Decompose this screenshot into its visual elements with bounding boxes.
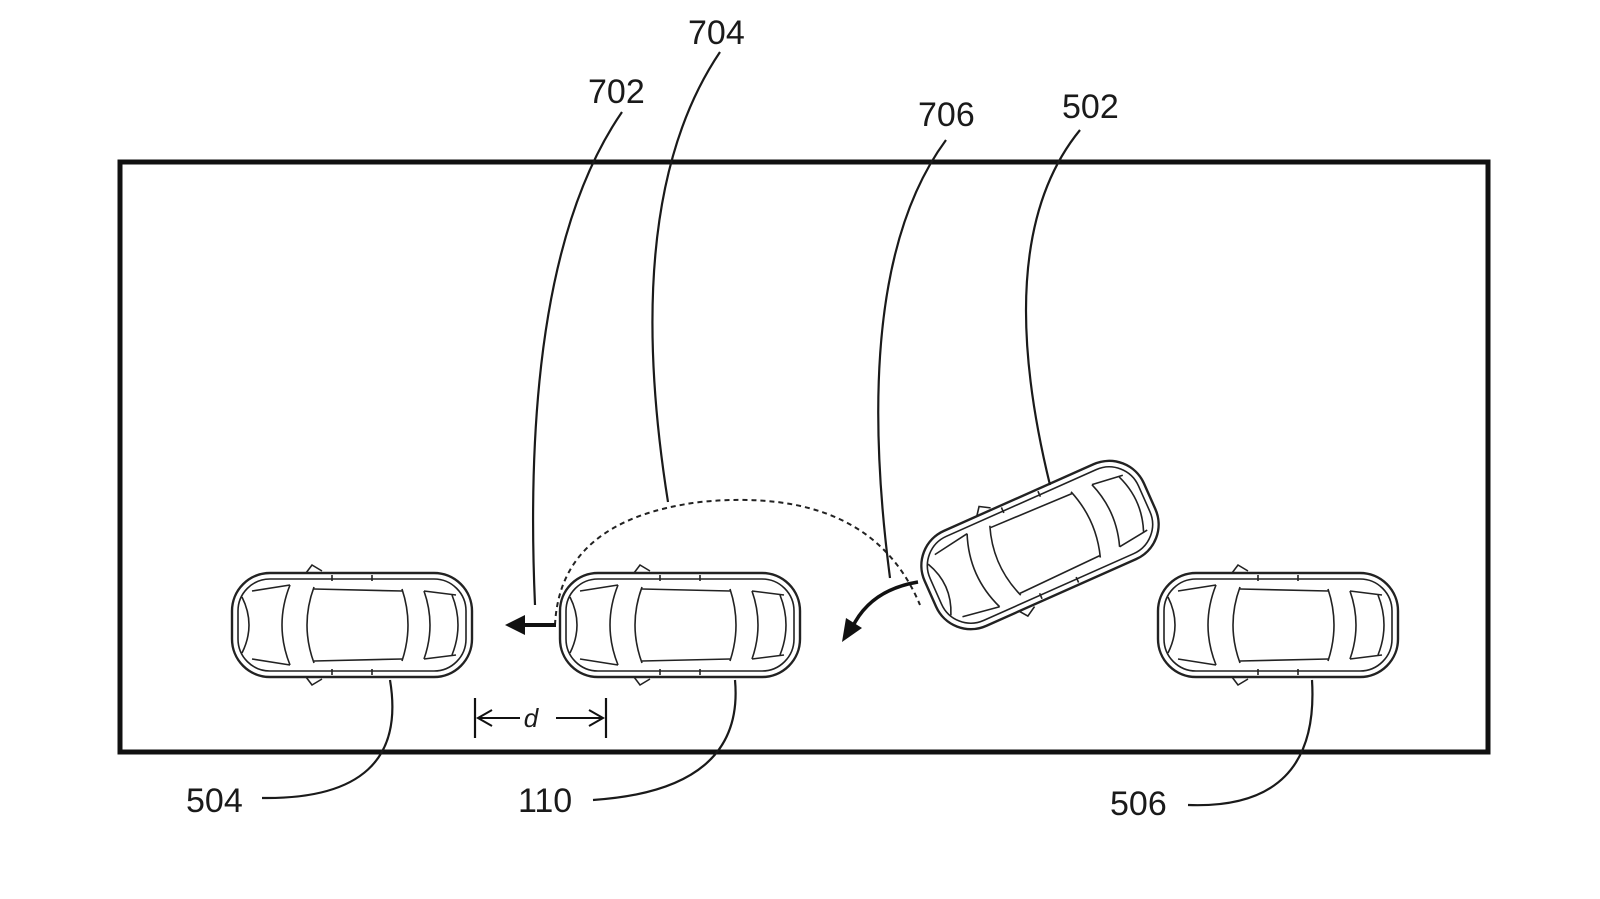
label-506: 506 (1110, 785, 1167, 823)
vehicle-502 (904, 440, 1176, 650)
vehicle-110 (558, 563, 802, 687)
parking-area-boundary (117, 159, 1491, 755)
leader-504 (261, 679, 394, 800)
leader-704 (651, 51, 721, 503)
leader-506 (1187, 679, 1314, 807)
curved-arrow-706 (842, 580, 919, 642)
parked-vehicle-504 (230, 563, 474, 687)
label-706: 706 (918, 96, 975, 134)
label-110: 110 (518, 782, 572, 820)
leader-502 (1024, 129, 1081, 486)
leader-702 (531, 111, 623, 606)
label-504: 504 (186, 782, 243, 820)
label-704: 704 (688, 14, 745, 52)
label-702: 702 (588, 73, 645, 111)
forward-arrow-702 (505, 615, 556, 635)
distance-dimension: d (473, 698, 608, 738)
label-502: 502 (1062, 88, 1119, 126)
parked-vehicle-506 (1156, 563, 1400, 687)
leader-706 (877, 139, 947, 579)
distance-label: d (524, 703, 540, 733)
leader-110 (592, 679, 737, 802)
dashed-trajectory-704 (554, 498, 921, 626)
